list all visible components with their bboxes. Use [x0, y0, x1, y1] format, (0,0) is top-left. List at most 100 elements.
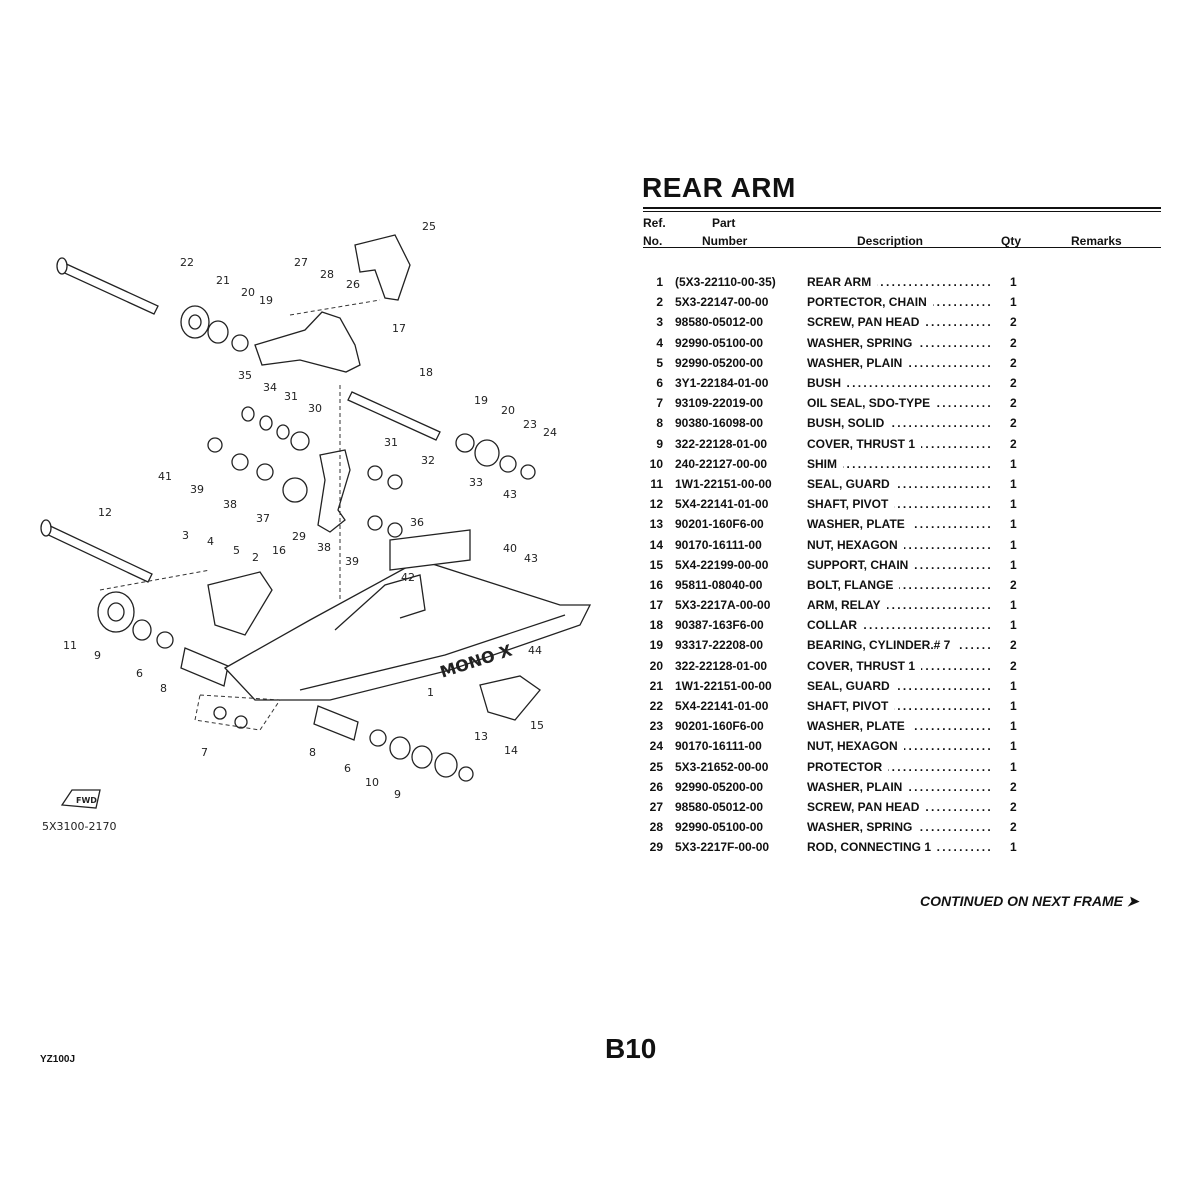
callout-number: 11 — [63, 639, 77, 652]
description: SUPPORT, CHAIN — [807, 557, 909, 572]
part-number: 95811-08040-00 — [675, 577, 763, 592]
dot-leader — [918, 820, 993, 834]
description: SCREW, PAN HEAD — [807, 315, 920, 330]
ref-number: 29 — [649, 840, 663, 855]
quantity: 2 — [1010, 376, 1017, 391]
callout-number: 1 — [427, 686, 434, 699]
part-number: 98580-05012-00 — [675, 799, 764, 814]
dot-leader — [933, 295, 993, 309]
header-remarks: Remarks — [1071, 234, 1122, 248]
fwd-arrow-icon: FWD — [60, 789, 101, 809]
callout-number: 6 — [136, 667, 143, 680]
part-number: 92990-05200-00 — [675, 779, 764, 794]
dot-leader — [925, 800, 993, 814]
ref-number: 20 — [649, 658, 663, 673]
dot-leader — [896, 679, 993, 693]
dot-leader — [956, 638, 993, 652]
quantity: 2 — [1010, 638, 1017, 653]
callout-number: 15 — [530, 719, 544, 732]
quantity: 1 — [1010, 840, 1017, 855]
ref-number: 21 — [649, 678, 663, 693]
ref-number: 7 — [656, 396, 663, 411]
description: COLLAR — [807, 618, 857, 633]
header-part-bottom: Number — [702, 234, 748, 248]
callout-number: 39 — [190, 483, 204, 496]
callout-number: 9 — [94, 649, 101, 662]
dot-leader — [908, 780, 993, 794]
description: SHIM — [807, 456, 837, 471]
part-number: (5X3-22110-00-35) — [675, 275, 776, 290]
description: BEARING, CYLINDER.# 7 — [807, 638, 951, 653]
dot-leader — [925, 315, 993, 329]
part-number: 1W1-22151-00-00 — [675, 476, 772, 491]
part-number: 92990-05100-00 — [675, 820, 764, 835]
dot-leader — [908, 356, 993, 370]
quantity: 2 — [1010, 416, 1017, 431]
description: COVER, THRUST 1 — [807, 436, 916, 451]
dot-leader — [894, 497, 993, 511]
part-number: 5X3-22147-00-00 — [675, 295, 769, 310]
ref-number: 3 — [656, 315, 663, 330]
callout-number: 6 — [344, 762, 351, 775]
quantity: 1 — [1010, 476, 1017, 491]
callout-number: 39 — [345, 555, 359, 568]
ref-number: 12 — [649, 497, 663, 512]
quantity: 2 — [1010, 799, 1017, 814]
quantity: 2 — [1010, 658, 1017, 673]
quantity: 2 — [1010, 436, 1017, 451]
quantity: 1 — [1010, 557, 1017, 572]
continued-note: CONTINUED ON NEXT FRAME ➤ — [920, 893, 1139, 909]
ref-number: 11 — [650, 476, 663, 491]
callout-number: 27 — [294, 256, 308, 269]
dot-leader — [911, 719, 993, 733]
dot-leader — [894, 699, 993, 713]
description: SEAL, GUARD — [807, 678, 890, 693]
description: NUT, HEXAGON — [807, 537, 898, 552]
table-row: 1(5X3-22110-00-35)REAR ARM1 — [643, 272, 1163, 292]
washers-upper — [180, 305, 536, 538]
description: REAR ARM — [807, 275, 872, 290]
callout-number: 3 — [182, 529, 189, 542]
callout-number: 9 — [394, 788, 401, 801]
model-code: YZ100J — [40, 1054, 76, 1065]
callout-number: 24 — [543, 426, 557, 439]
part-number: 90170-16111-00 — [675, 537, 762, 552]
part-number: 90201-160F6-00 — [675, 517, 764, 532]
parts-table: 1(5X3-22110-00-35)REAR ARM125X3-22147-00… — [643, 272, 1163, 857]
quantity: 1 — [1010, 759, 1017, 774]
quantity: 1 — [1010, 295, 1017, 310]
callout-number: 36 — [410, 516, 424, 529]
dot-leader — [863, 618, 993, 632]
ref-number: 1 — [656, 275, 663, 290]
ref-number: 15 — [649, 557, 663, 572]
callout-number: 31 — [284, 390, 298, 403]
quantity: 1 — [1010, 456, 1017, 471]
header-rule — [643, 247, 1161, 248]
dot-leader — [911, 517, 993, 531]
callout-number: 22 — [180, 256, 194, 269]
dot-leader — [899, 578, 993, 592]
description: BUSH — [807, 376, 842, 391]
ref-number: 16 — [649, 577, 663, 592]
pivot-shaft-22 — [56, 257, 159, 315]
header-ref-bottom: No. — [643, 234, 663, 248]
callout-number: 35 — [238, 369, 252, 382]
callout-number: 20 — [501, 404, 515, 417]
description: COVER, THRUST 1 — [807, 658, 916, 673]
callout-number: 13 — [474, 730, 488, 743]
dot-leader — [921, 659, 993, 673]
description: ROD, CONNECTING 1 — [807, 840, 932, 855]
dot-leader — [904, 538, 993, 552]
